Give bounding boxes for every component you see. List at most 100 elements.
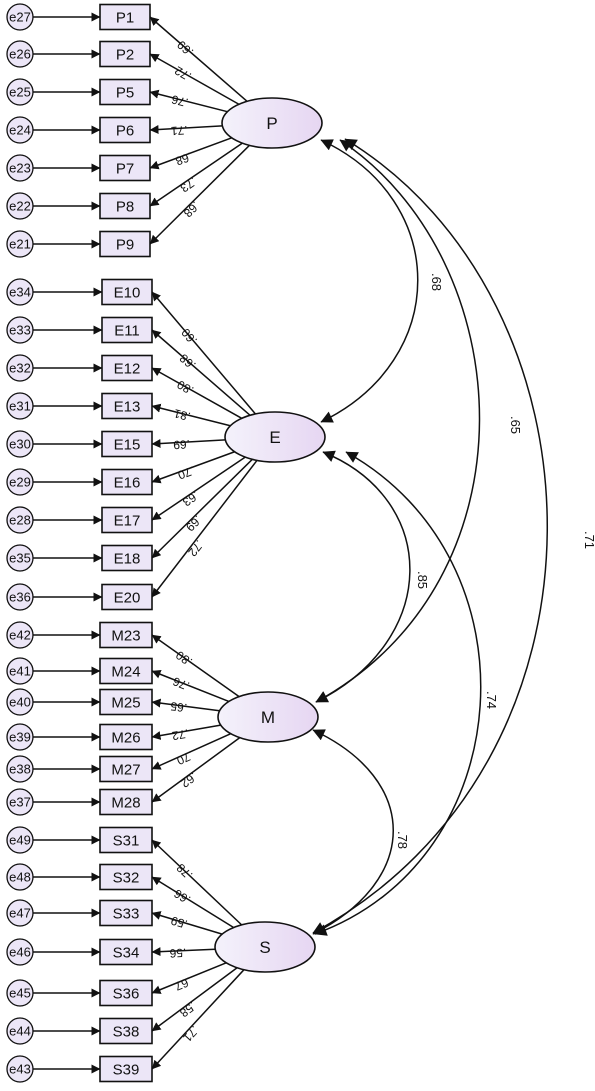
error-label-e47: e47 [9,906,31,921]
error-circle-e37 [6,788,34,816]
error-label-e28: e28 [9,513,31,528]
error-circle-e44 [6,1017,34,1045]
loading-label-p9: .68 [181,198,203,220]
correlation-curve-e-s [314,451,482,936]
error-label-e45: e45 [9,986,31,1001]
error-circle-e22 [6,192,34,220]
indicator-label-m24: M24 [111,664,140,681]
loading-arrow-p7 [149,137,233,170]
loading-label-e13: .81 [172,406,192,424]
loading-arrow-p1 [149,16,248,102]
error-label-e42: e42 [9,628,31,643]
correlation-curve-p-e [320,139,419,423]
error-circle-e24 [6,116,34,144]
loading-arrow-s39 [151,969,245,1070]
indicator-box-m23 [99,621,153,649]
loading-label-p5: .76 [170,92,190,110]
factor-label-p: P [266,114,277,133]
loading-arrow-p2 [149,53,240,105]
indicator-label-e17: E17 [114,513,141,530]
error-label-e25: e25 [9,85,31,100]
loading-arrow-s33 [151,911,223,935]
indicator-label-m25: M25 [111,695,140,712]
indicator-box-m26 [99,723,153,751]
indicator-label-m28: M28 [111,795,140,812]
indicator-box-m24 [99,657,153,685]
factor-ellipse-m [217,691,319,743]
error-circle-e47 [6,899,34,927]
loading-arrow-e13 [151,403,231,427]
loading-label-e20: .72 [185,537,206,559]
indicator-label-p1: P1 [116,10,134,27]
loading-label-e18: .69 [183,513,205,535]
error-circle-e45 [6,979,34,1007]
error-circle-e21 [6,230,34,258]
error-circle-e38 [6,755,34,783]
loading-label-p6: .71 [170,123,188,138]
loading-label-s36: .67 [173,974,194,993]
correlation-label-m-s: .78 [395,831,410,849]
loading-arrow-e12 [151,367,243,419]
indicator-box-m25 [99,688,153,716]
correlation-curve-p-s [312,138,548,934]
correlation-label-e-s: .74 [484,691,499,709]
error-label-e41: e41 [9,664,31,679]
indicator-box-e17 [101,506,153,534]
error-label-e48: e48 [9,870,31,885]
loading-label-m28: .62 [178,769,200,790]
loading-label-s33: .59 [169,913,189,931]
loading-arrow-e18 [151,458,253,559]
correlation-layer [312,138,548,936]
error-label-e32: e32 [9,361,31,376]
indicator-label-e20: E20 [114,590,141,607]
indicator-label-p2: P2 [116,47,134,64]
factor-label-s: S [259,938,270,957]
loading-arrow-s36 [151,962,227,994]
loading-arrow-p9 [149,144,251,245]
loading-layer [33,12,258,1074]
indicator-label-e15: E15 [114,437,141,454]
error-circle-e42 [6,621,34,649]
error-circle-e40 [6,688,34,716]
indicator-label-e12: E12 [114,361,141,378]
indicator-box-e12 [101,354,153,382]
loading-label-e16: .70 [176,463,197,482]
loading-arrow-p5 [149,89,228,113]
indicator-label-s38: S38 [113,1024,140,1041]
indicator-label-e11: E11 [114,323,140,340]
indicator-box-e20 [101,583,153,611]
loading-arrow-m24 [151,669,230,703]
indicator-label-s32: S32 [113,870,140,887]
error-circle-e23 [6,154,34,182]
correlation-label-p-s: .71 [582,531,595,549]
factor-ellipse-p [221,97,323,149]
error-circle-e28 [6,506,34,534]
indicator-label-s36: S36 [113,986,140,1003]
factor-label-e: E [269,428,280,447]
error-label-e44: e44 [9,1024,31,1039]
indicator-label-s34: S34 [113,945,140,962]
error-circle-e49 [6,826,34,854]
error-circle-e26 [6,40,34,68]
loading-label-e17: .63 [180,488,202,509]
loading-arrow-e20 [151,459,258,598]
error-circle-e48 [6,863,34,891]
loading-arrow-s31 [151,839,243,926]
loading-arrow-s32 [151,876,234,929]
correlation-curve-m-s [312,729,394,935]
indicator-box-s36 [99,979,153,1007]
indicator-box-e11 [101,316,153,344]
error-circle-e29 [6,468,34,496]
indicator-box-p9 [99,230,151,258]
correlation-label-p-m: .65 [508,416,523,434]
indicator-label-p7: P7 [116,161,134,178]
error-label-e31: e31 [9,399,31,414]
error-circle-e31 [6,392,34,420]
indicator-box-p5 [99,78,151,106]
indicator-box-s31 [99,826,153,854]
loading-arrow-e11 [151,329,251,416]
indicator-box-m27 [99,755,153,783]
indicator-label-m23: M23 [111,628,140,645]
loading-arrow-p8 [149,142,243,207]
loading-label-s38: .58 [177,999,199,1020]
